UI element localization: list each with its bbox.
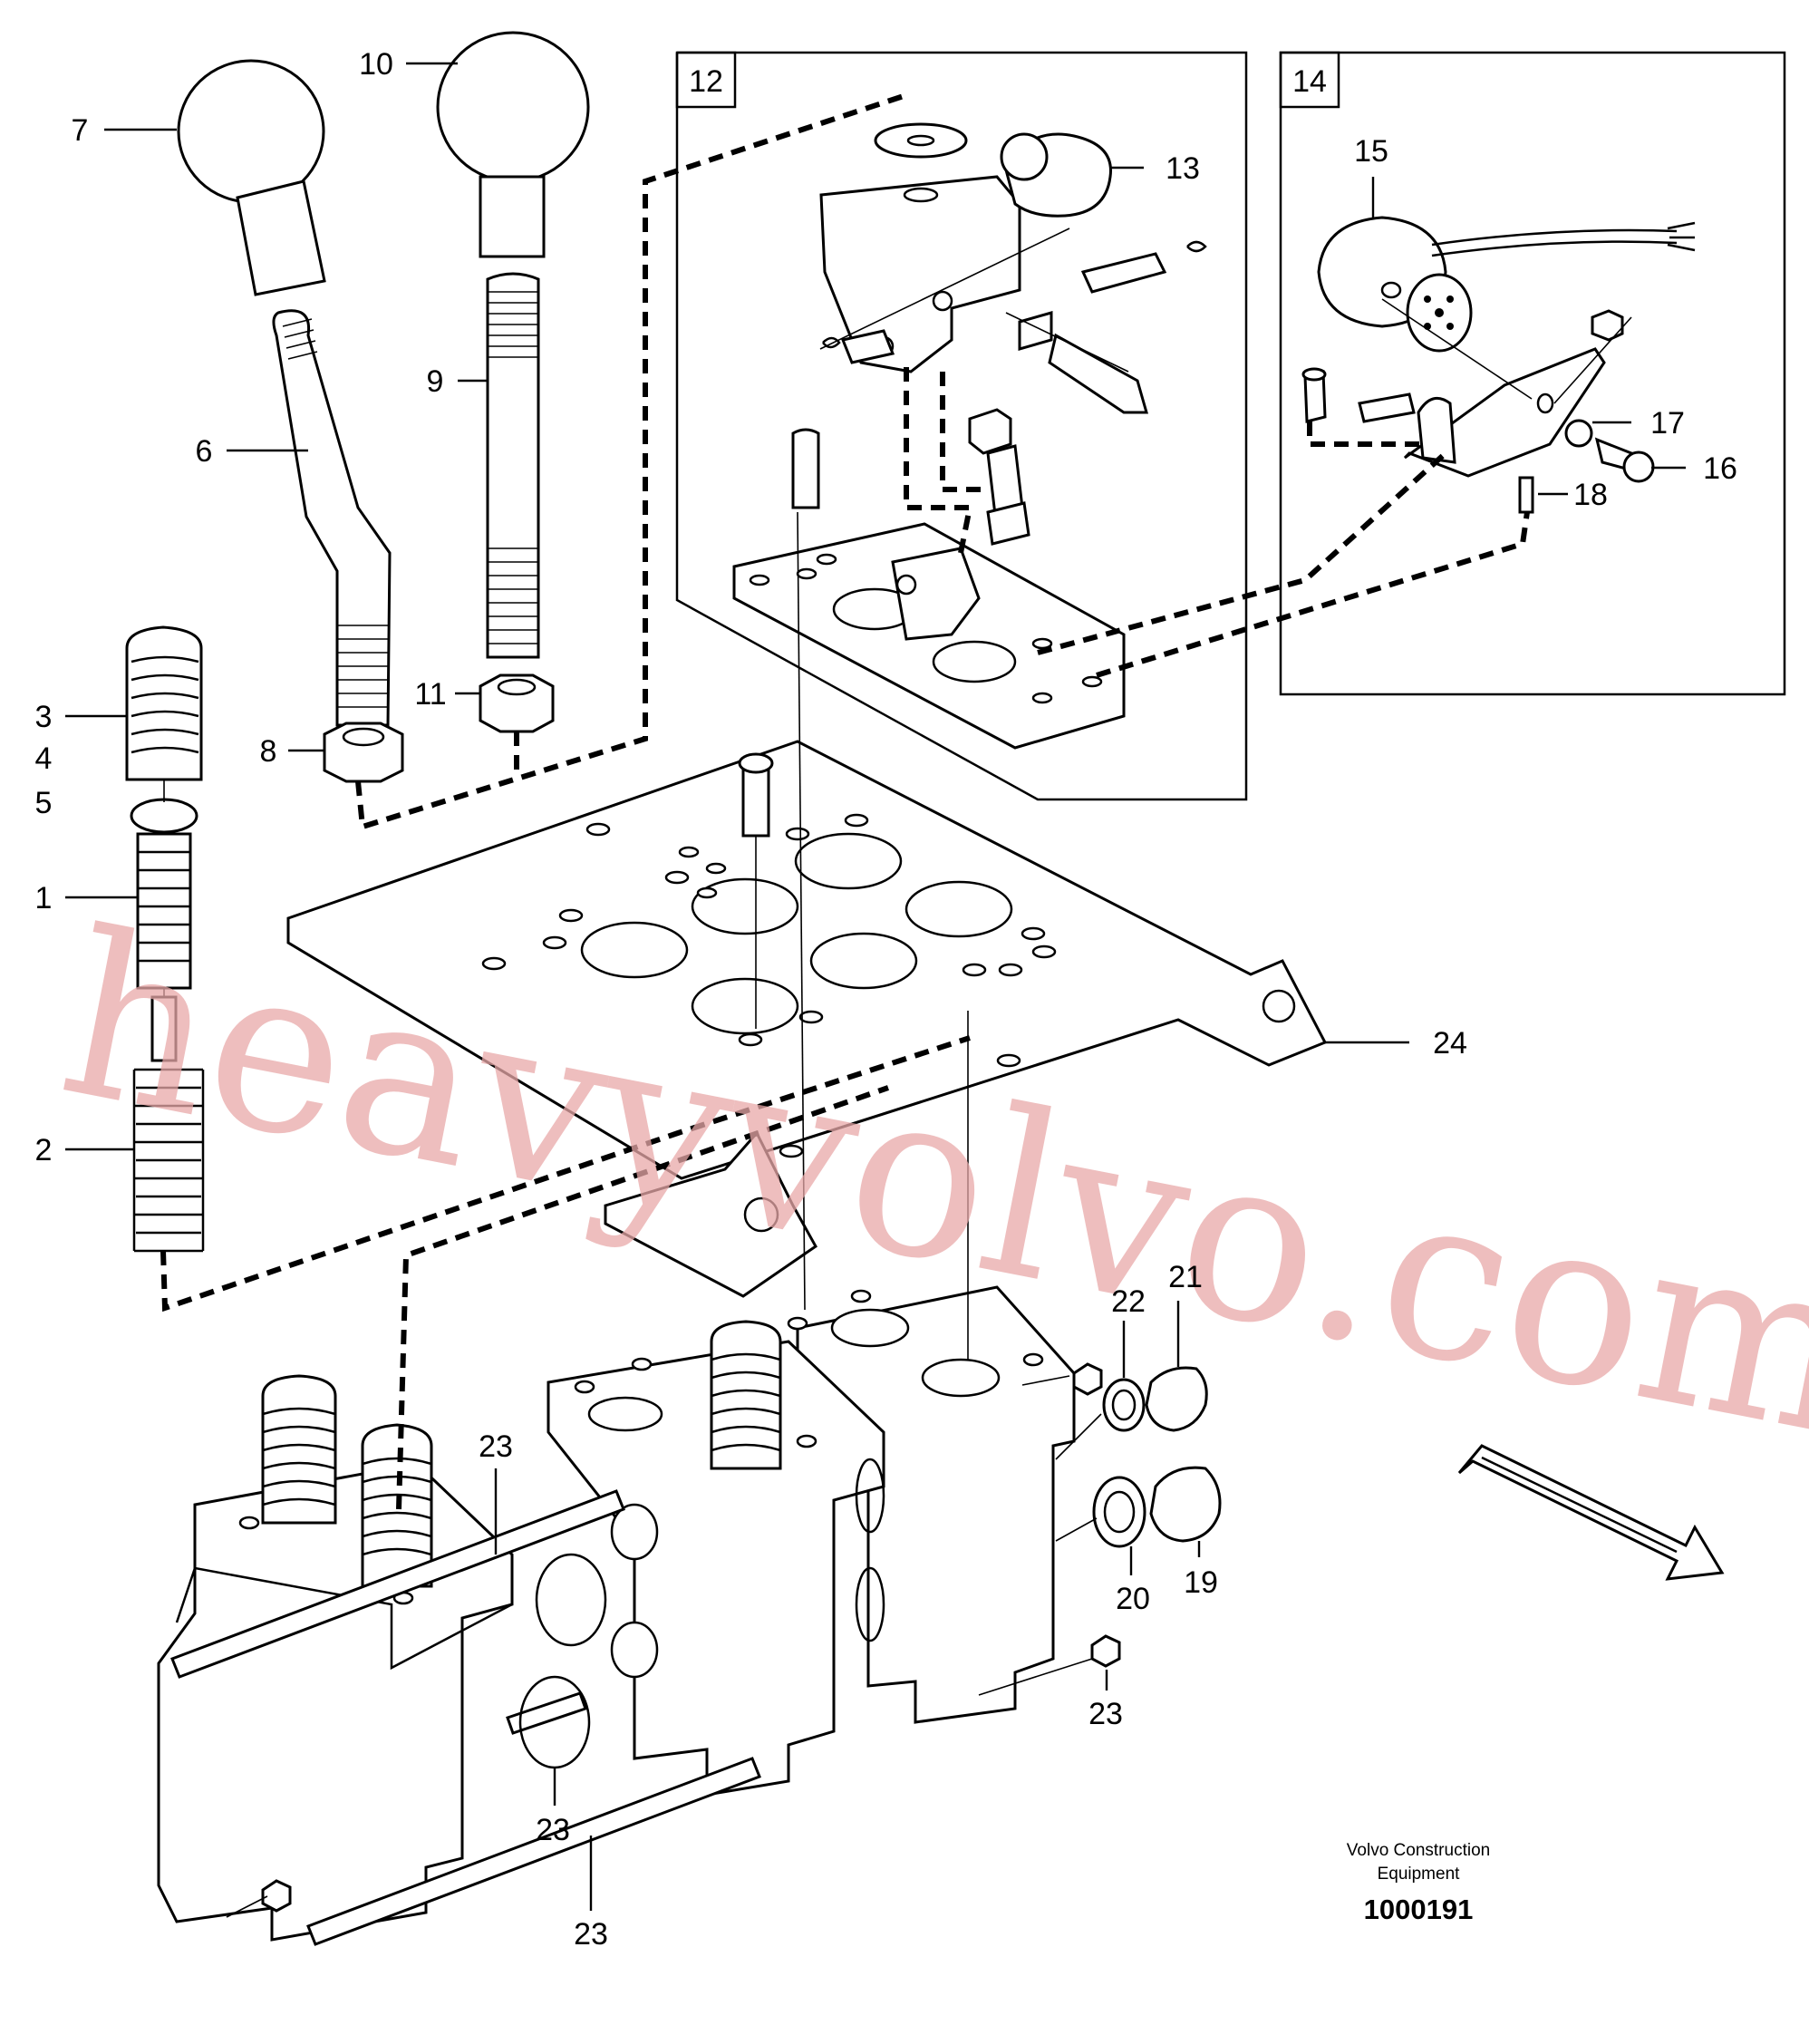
pin-18 <box>1518 476 1534 514</box>
detail-12-parts <box>732 122 1207 750</box>
callout-7: 7 <box>72 113 89 148</box>
plate-large-holes <box>580 832 1013 1035</box>
guide-plate-24 <box>286 740 1328 1298</box>
callouts: 7 10 6 9 8 11 3 4 5 1 2 13 15 17 16 18 2… <box>35 47 1737 1952</box>
nut <box>261 1879 292 1913</box>
washer-17 <box>1564 419 1593 448</box>
cap-screw <box>791 428 820 509</box>
callout-16: 16 <box>1703 451 1737 486</box>
spring-seat <box>130 798 198 834</box>
detail-label-14: 14 <box>1292 64 1327 99</box>
callout-24: 24 <box>1433 1026 1467 1061</box>
detail-14-parts <box>1301 216 1696 514</box>
callout-10: 10 <box>359 47 393 82</box>
spring-front-1 <box>261 1374 337 1525</box>
callout-3: 3 <box>35 700 53 734</box>
screw <box>1358 392 1416 423</box>
callout-5: 5 <box>35 786 53 820</box>
pivot-pin <box>840 329 895 364</box>
callout-23-right: 23 <box>1088 1697 1123 1731</box>
lever-left <box>177 59 404 783</box>
callout-17: 17 <box>1650 406 1685 441</box>
plug-19 <box>1149 1466 1222 1543</box>
plunger-1 <box>136 832 192 990</box>
hex-nut-11 <box>479 673 555 733</box>
set-screw <box>1048 333 1148 414</box>
callout-1: 1 <box>35 881 53 915</box>
hex-nut-8 <box>323 722 404 783</box>
seal-22 <box>1102 1378 1146 1432</box>
tie-rod-lower <box>306 1757 761 1946</box>
callout-18: 18 <box>1573 478 1608 512</box>
callout-4: 4 <box>35 741 53 776</box>
credit-line-2: Equipment <box>1378 1865 1461 1884</box>
callout-13: 13 <box>1166 151 1200 186</box>
pin <box>1080 252 1167 294</box>
nut-23 <box>1090 1634 1121 1668</box>
detail-box-14: 14 <box>1279 51 1786 696</box>
plate-small-holes <box>481 813 1057 1158</box>
nut <box>1018 311 1053 351</box>
assembly-dashed-lines <box>160 92 1530 1510</box>
callout-23-bottom: 23 <box>574 1917 608 1952</box>
o-ring <box>535 1553 607 1647</box>
part-number: 1000191 <box>1364 1894 1474 1925</box>
assembly-thin-lines <box>163 228 1632 1918</box>
spring-assembly <box>125 625 205 1253</box>
spring-middle <box>710 1320 782 1470</box>
lever-pivot-block <box>819 175 1021 373</box>
callout-11: 11 <box>414 677 446 712</box>
plunger-stem <box>150 995 178 1062</box>
callout-23-middle: 23 <box>536 1813 570 1847</box>
nut <box>1072 1362 1103 1396</box>
callout-8: 8 <box>260 734 277 769</box>
washer <box>874 122 968 159</box>
callout-21: 21 <box>1168 1260 1203 1294</box>
callout-22: 22 <box>1111 1284 1146 1319</box>
callout-6: 6 <box>196 434 213 469</box>
detail-box-12: 12 <box>675 51 1248 801</box>
lever-rod <box>486 272 540 659</box>
lever-knob <box>436 31 590 183</box>
direction-arrow <box>1457 1444 1725 1581</box>
pivot-bracket <box>891 547 981 641</box>
sensor-bracket <box>1403 347 1606 478</box>
nut <box>1591 309 1624 342</box>
valve-section-middle <box>547 1340 885 1797</box>
knob-sleeve <box>236 179 326 296</box>
valve-block-stack <box>157 1285 1222 1946</box>
plug-21 <box>1145 1366 1208 1432</box>
credit-line-1: Volvo Construction <box>1347 1841 1490 1860</box>
valve-section-rear <box>796 1285 1076 1724</box>
spring-cap <box>125 625 203 781</box>
seal-20 <box>1092 1476 1146 1548</box>
callout-9: 9 <box>427 364 444 399</box>
drawing-credit: Volvo Construction Equipment 1000191 <box>1347 1841 1490 1925</box>
callout-19: 19 <box>1184 1565 1218 1600</box>
lever-right <box>436 31 590 733</box>
callout-15: 15 <box>1354 134 1388 169</box>
lever-rod <box>272 309 392 727</box>
knob-sleeve <box>479 175 546 258</box>
plate-bolt <box>741 761 770 838</box>
nut <box>968 408 1012 455</box>
callout-20: 20 <box>1116 1582 1150 1616</box>
callout-2: 2 <box>35 1133 53 1167</box>
detail-label-12: 12 <box>689 64 723 99</box>
callout-23-top: 23 <box>479 1429 513 1464</box>
tie-rod-upper <box>170 1489 625 1679</box>
